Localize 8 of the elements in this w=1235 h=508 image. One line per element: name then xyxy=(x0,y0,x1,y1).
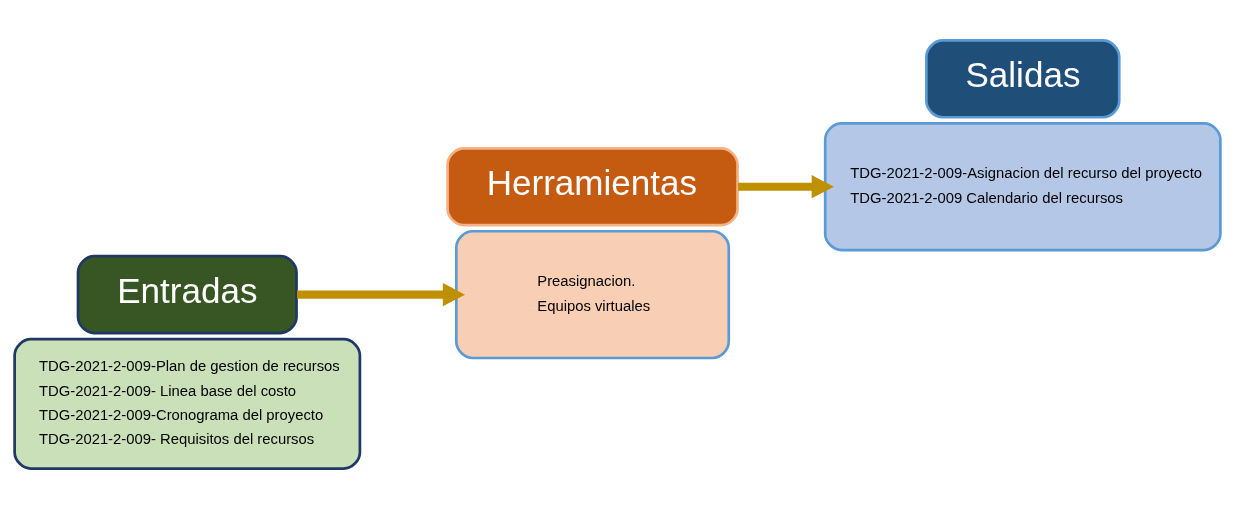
arrow xyxy=(738,174,834,198)
node-box: TDG-2021-2-009-Asignacion del recurso del proyecto TDG-2021-2-009 Calendario del recursos xyxy=(823,121,1222,251)
node-box: TDG-2021-2-009-Plan de gestion de recursos TDG-2021-2-009- Linea base del costo TDG-2021-2-009-Cronograma del proyecto TDG-2021-2-009- Requisitos del recursos xyxy=(13,337,362,470)
node-box: Preasignacion. Equipos virtuales xyxy=(454,229,731,359)
node-box: Salidas xyxy=(925,38,1121,119)
node-box: Entradas xyxy=(76,254,298,334)
arrow xyxy=(297,282,466,306)
node-box: Herramientas xyxy=(446,146,739,226)
